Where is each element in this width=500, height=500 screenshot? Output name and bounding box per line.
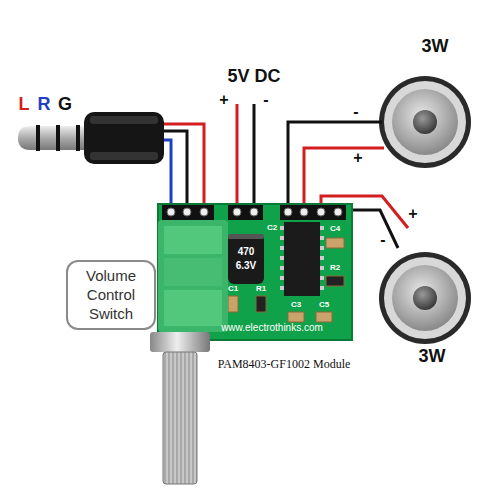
caption-label: PAM8403-GF1002 Module xyxy=(218,358,351,370)
channel-label: R xyxy=(38,95,51,113)
ic-pin xyxy=(280,246,284,250)
ic-pin xyxy=(320,286,324,290)
channel-label: L xyxy=(19,95,30,113)
silk-label: C3 xyxy=(291,301,301,309)
polarity-sign: - xyxy=(353,104,358,120)
polarity-sign: + xyxy=(219,92,228,108)
ic-pin xyxy=(320,266,324,270)
smd-parts xyxy=(228,238,344,322)
potentiometer xyxy=(150,220,228,484)
ic-pin xyxy=(320,256,324,260)
jack-wires xyxy=(164,124,204,212)
silk-label: C5 xyxy=(319,301,329,309)
pcb-board xyxy=(158,204,352,340)
power-wires xyxy=(237,104,254,212)
callout-box: Volume Control Switch xyxy=(66,260,156,330)
ic-pin xyxy=(320,226,324,230)
callout-text: Volume Control Switch xyxy=(72,267,150,323)
ic-pin xyxy=(320,246,324,250)
ic-pin xyxy=(280,256,284,260)
speaker-top xyxy=(379,76,471,168)
silk-label: C1 xyxy=(228,285,238,293)
ic-pin xyxy=(280,276,284,280)
electrolytic-capacitor xyxy=(228,234,264,284)
polarity-sign: + xyxy=(353,150,362,166)
ic-pin xyxy=(280,226,284,230)
ic-pin xyxy=(280,266,284,270)
ic-chip xyxy=(280,222,324,296)
polarity-sign: + xyxy=(408,206,417,222)
silk-label: R2 xyxy=(330,264,340,272)
polarity-sign: - xyxy=(380,232,385,248)
watermark: www.electrothinks.com xyxy=(221,323,323,333)
component-value: 470 xyxy=(238,247,255,257)
power-rating: 3W xyxy=(422,37,449,55)
ic-pin xyxy=(280,236,284,240)
silk-label: C2 xyxy=(267,224,277,232)
polarity-sign: - xyxy=(263,92,268,108)
channel-label: G xyxy=(58,95,72,113)
ic-pin xyxy=(280,286,284,290)
component-value: 6.3V xyxy=(236,261,257,271)
power-rating: 3W xyxy=(419,347,446,365)
silk-label: R1 xyxy=(256,285,266,293)
power-label: 5V DC xyxy=(227,67,280,85)
ic-pin xyxy=(320,236,324,240)
pin-header xyxy=(162,205,346,220)
silk-label: C4 xyxy=(330,225,340,233)
speaker-bottom xyxy=(379,252,471,344)
ic-pin xyxy=(320,276,324,280)
audio-jack xyxy=(18,112,164,164)
